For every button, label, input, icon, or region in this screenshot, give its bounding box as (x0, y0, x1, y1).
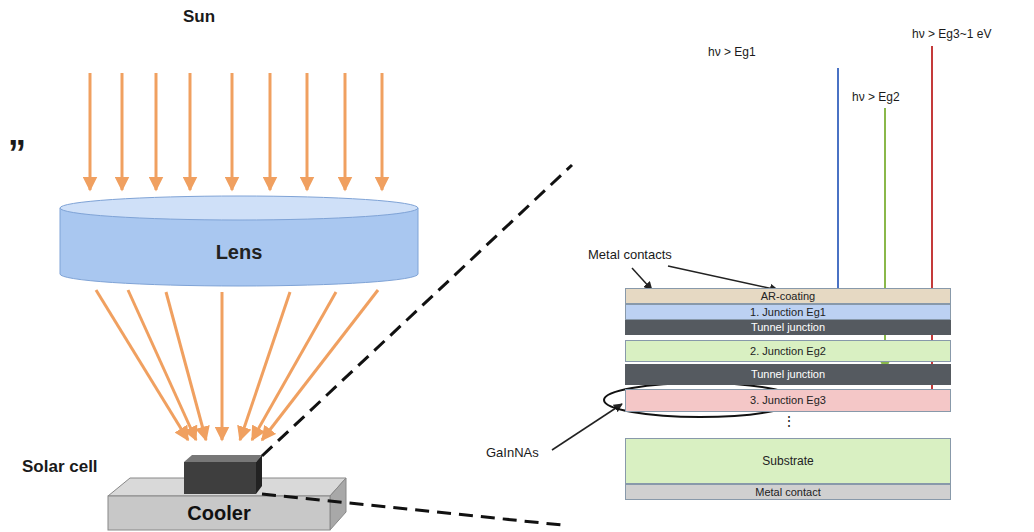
photon-energy-label: hν > Eg3~1 eV (912, 28, 991, 41)
junction-layer: 3. Junction Eg3 (625, 389, 951, 412)
node-text: Tunnel junction (751, 322, 825, 333)
node-text: Tunnel junction (751, 369, 825, 380)
photon-energy-label: hν > Eg2 (852, 91, 900, 104)
photon-arrow (837, 68, 839, 316)
callout-label: Metal contacts (588, 248, 672, 262)
node-text: 3. Junction Eg3 (750, 395, 826, 406)
continuation-dots: ⋮ (782, 414, 796, 429)
cooler-front: Cooler (108, 496, 330, 530)
sun-rays (90, 73, 382, 190)
photon-energy-label: hν > Eg1 (708, 46, 756, 59)
node-text: Lens (216, 242, 263, 262)
node-text: Substrate (762, 455, 813, 467)
tunnel-junction-layer: Tunnel junction (625, 320, 951, 335)
focused-rays (96, 290, 378, 440)
substrate-layer: Substrate (625, 438, 951, 484)
node-text: AR-coating (761, 291, 815, 302)
sun-label: Sun (183, 8, 215, 27)
junction-layer: 2. Junction Eg2 (625, 340, 951, 362)
leader-line (632, 268, 652, 290)
quote-mark: ” (8, 134, 26, 174)
leader-line (552, 404, 622, 450)
lens: Lens (60, 196, 418, 288)
node-text: Cooler (187, 503, 250, 523)
junction-layer: 1. Junction Eg1 (625, 304, 951, 320)
leader-line (668, 266, 778, 290)
ar-coating-layer: AR-coating (625, 288, 951, 304)
material-label: GaInNAs (486, 446, 539, 460)
node-text: 2. Junction Eg2 (750, 346, 826, 357)
tunnel-junction-layer: Tunnel junction (625, 364, 951, 385)
metal-contact-layer: Metal contact (625, 484, 951, 500)
node-text: 1. Junction Eg1 (750, 307, 826, 318)
solar-cell-label: Solar cell (22, 458, 98, 477)
solar-cell-cube (184, 455, 262, 494)
node-text: Metal contact (755, 487, 820, 498)
